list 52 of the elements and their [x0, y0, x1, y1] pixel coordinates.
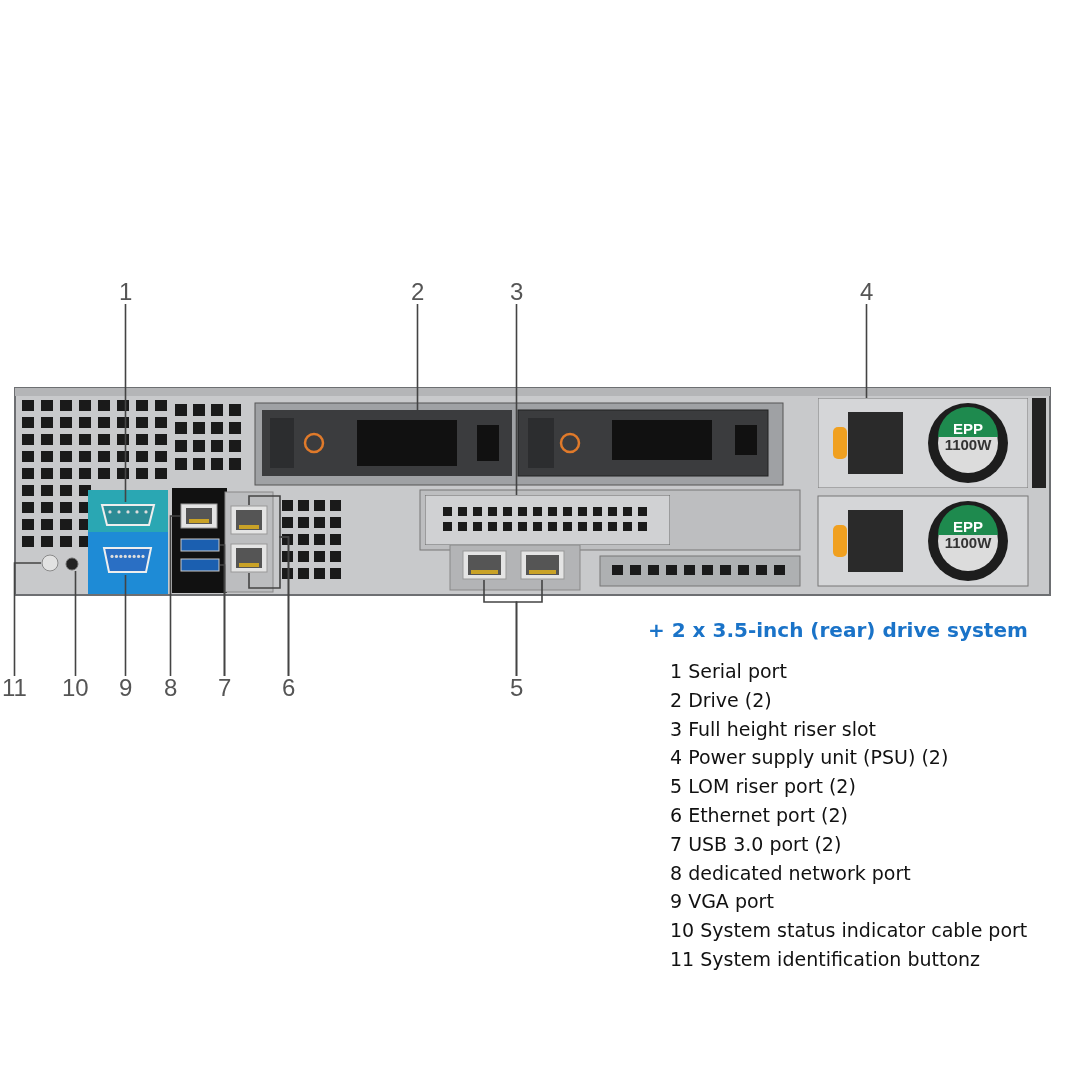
usb-port: [180, 558, 220, 572]
serial-port: [98, 502, 158, 528]
leader-line: [865, 303, 868, 399]
key-entry: 6 Ethernet port (2): [670, 804, 848, 826]
callout-number: 9: [119, 676, 133, 700]
network-port: [180, 503, 218, 529]
key-entry: 9 VGA port: [670, 890, 774, 913]
ethernet-port: [230, 543, 268, 573]
key-entry: 11 System identification buttonz: [670, 948, 981, 970]
callout-number: 4: [860, 280, 874, 304]
key-entry: 1 Serial port: [670, 660, 787, 682]
rating-text: 1100W: [943, 536, 993, 550]
lom-port: [462, 550, 507, 580]
rating-text: EPP: [952, 520, 984, 534]
riser-slot: [425, 495, 670, 545]
key-entry: 3 Full height riser slot: [670, 717, 877, 740]
leader-line: [248, 536, 290, 677]
key-entry: 4 Power supply unit (PSU) (2): [670, 746, 949, 769]
key-entry: 2 Drive (2): [670, 688, 772, 711]
ethernet-port: [230, 505, 268, 535]
lom-port: [520, 550, 565, 580]
callout-number: 1: [119, 280, 133, 304]
status-cable-port: [65, 557, 79, 571]
heading: + 2 x 3.5-inch (rear) drive system: [648, 618, 1028, 642]
leader-line: [169, 515, 181, 677]
leader-line: [74, 570, 77, 677]
leader-line: [13, 562, 42, 677]
leader-line: [515, 303, 518, 496]
key-entry: 10 System status indicator cable port: [670, 919, 1028, 942]
callout-number: 7: [218, 676, 232, 700]
identification-button: [41, 554, 59, 572]
drive-carrier: [262, 410, 512, 476]
callout-number: 11: [2, 676, 27, 700]
callout-number: 6: [282, 676, 296, 700]
vga-port: [100, 545, 155, 575]
callout-number: 3: [510, 280, 524, 304]
callout-number: 10: [62, 676, 89, 700]
power-supply-unit: [818, 398, 1028, 488]
callout-number: 5: [510, 676, 524, 700]
key-entry: 7 USB 3.0 port (2): [670, 832, 842, 855]
leader-line: [515, 579, 543, 677]
rating-text: EPP: [952, 422, 984, 436]
callout-number: 8: [164, 676, 178, 700]
key-entry: 5 LOM riser port (2): [670, 775, 856, 798]
leader-line: [416, 303, 419, 411]
usb-port: [180, 538, 220, 552]
leader-line: [124, 303, 127, 503]
leader-line: [124, 574, 127, 677]
key-entry: 8 dedicated network port: [670, 861, 911, 884]
leader-line: [219, 564, 226, 677]
callout-number: 2: [411, 280, 425, 304]
rating-text: 1100W: [943, 438, 993, 452]
